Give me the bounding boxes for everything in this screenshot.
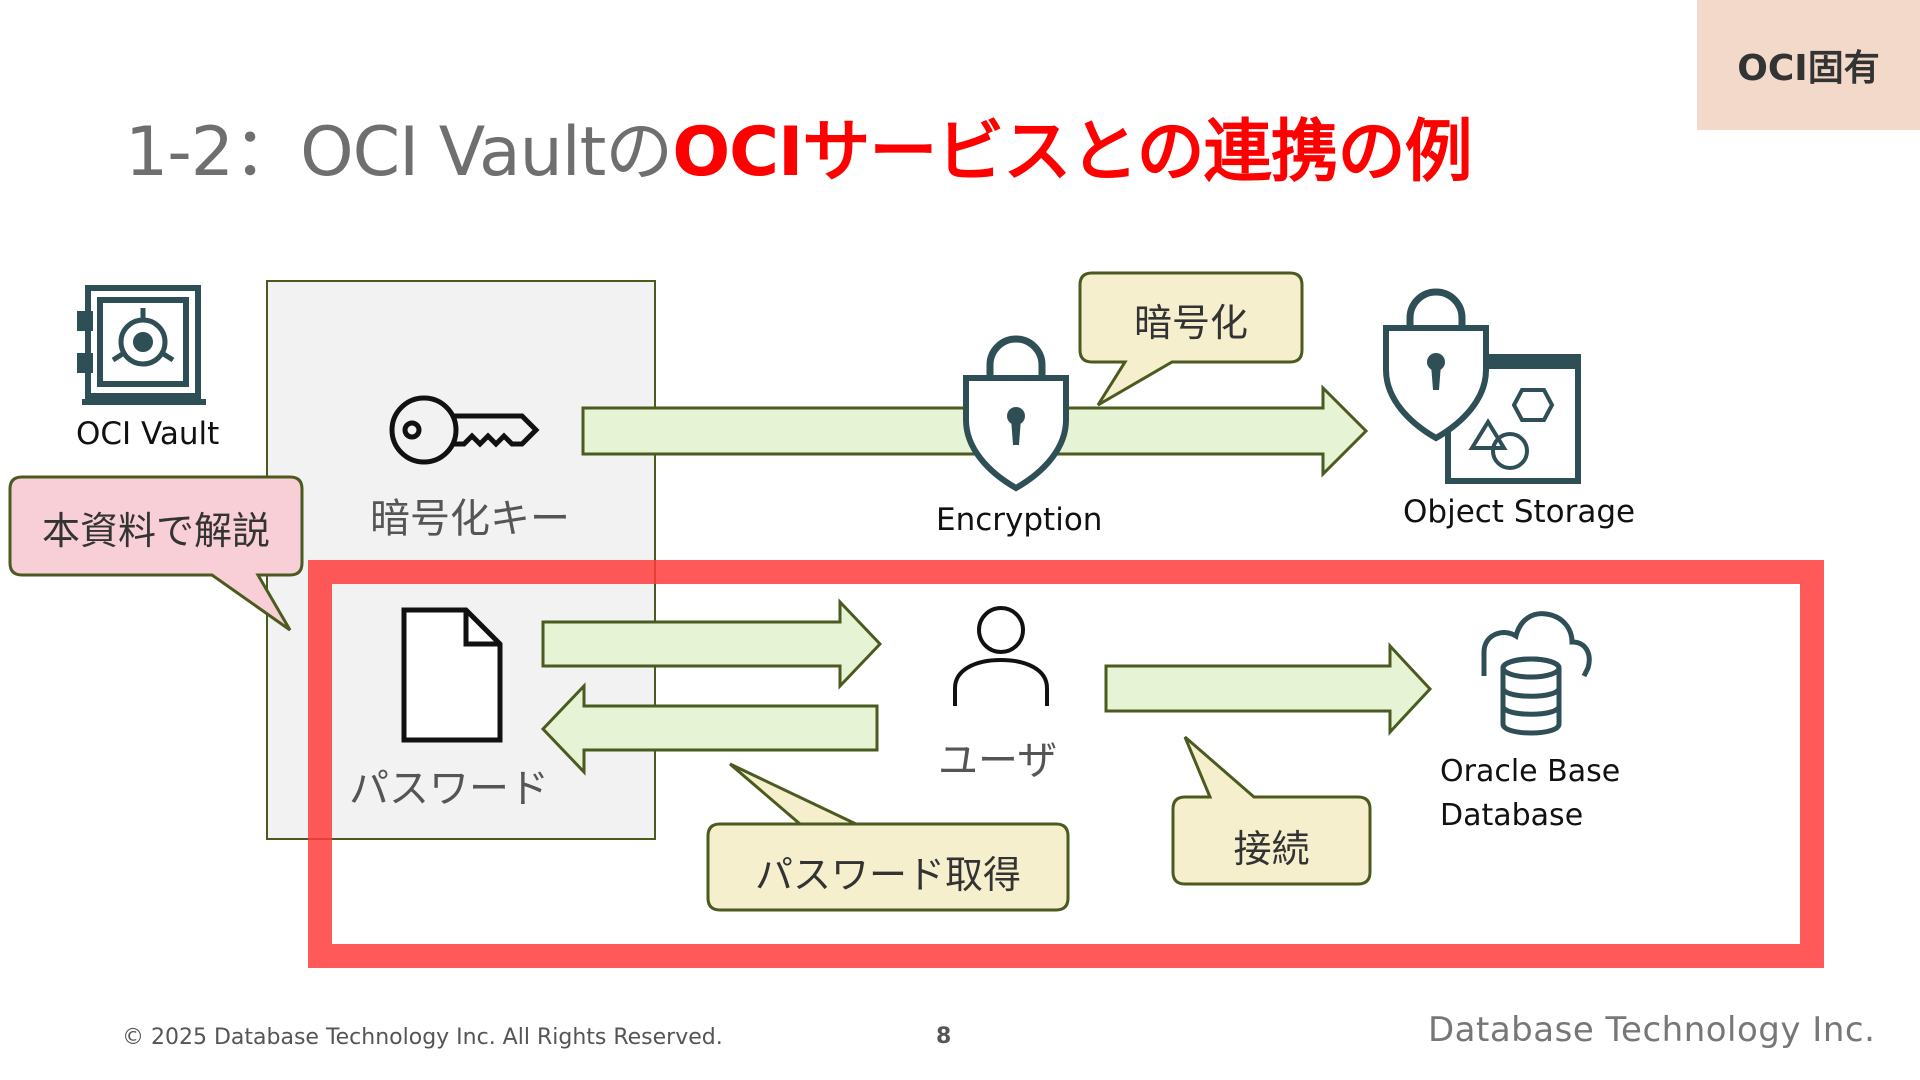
- user-icon: [953, 606, 1049, 706]
- label-encryption-key: 暗号化キー: [370, 496, 570, 542]
- title-prefix: 1-2：OCI Vaultの: [125, 113, 673, 192]
- encryption-shield-icon: [963, 335, 1069, 492]
- label-oci-vault: OCI Vault: [76, 416, 220, 452]
- label-user: ユーザ: [938, 738, 1058, 784]
- slide-title: 1-2：OCI VaultのOCIサービスとの連携の例: [125, 96, 1473, 195]
- database-cloud-icon: [1481, 611, 1592, 736]
- vault-icon: [77, 285, 206, 405]
- callout-explained: [8, 475, 304, 632]
- arrow-user-to-password: [540, 682, 879, 776]
- oci-specific-badge: OCI固有: [1697, 0, 1920, 130]
- label-oracle-db-line1: Oracle Base: [1440, 754, 1621, 789]
- footer-copyright: © 2025 Database Technology Inc. All Righ…: [122, 1025, 723, 1050]
- arrow-user-to-database: [1104, 642, 1433, 736]
- arrow-password-to-user: [541, 598, 883, 690]
- title-highlight: OCIサービスとの連携の例: [672, 113, 1472, 192]
- label-oracle-db-line2: Database: [1440, 798, 1584, 833]
- label-encryption: Encryption: [936, 502, 1103, 538]
- highlight-frame: [308, 560, 1824, 968]
- callout-connect: [1171, 735, 1372, 886]
- callout-explained-text: 本資料で解説: [41, 509, 270, 553]
- document-icon: [401, 607, 503, 743]
- object-storage-icon: [1383, 288, 1581, 484]
- page-number: 8: [936, 1024, 952, 1049]
- callout-encryption: [1078, 271, 1304, 407]
- footer-brand-logo: Database Technology Inc.: [1428, 1010, 1876, 1050]
- key-icon: [389, 395, 540, 465]
- callout-connect-text: 接続: [1233, 827, 1310, 871]
- label-password: パスワード: [349, 766, 549, 812]
- label-object-storage: Object Storage: [1403, 494, 1636, 530]
- callout-encryption-text: 暗号化: [1133, 301, 1248, 345]
- callout-get-password-text: パスワード取得: [754, 853, 1021, 897]
- callout-get-password: [706, 762, 1070, 912]
